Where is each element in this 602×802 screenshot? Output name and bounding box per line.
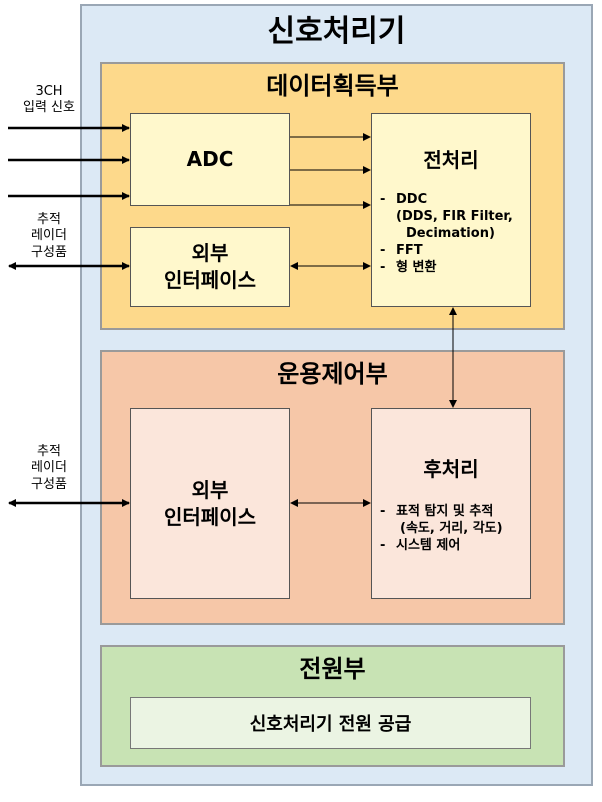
input-signal-label: 3CH 입력 신호 <box>4 84 94 117</box>
preprocessing-title: 전처리 <box>423 148 479 172</box>
radar-label-1-line3: 구성품 <box>31 244 67 260</box>
preproc-item-ddc-detail2: Decimation) <box>406 225 495 241</box>
acq-external-interface-block: 외부 인터페이스 <box>130 227 290 307</box>
preproc-item-conversion: 형 변환 <box>396 259 437 275</box>
postprocessing-title: 후처리 <box>423 457 479 481</box>
radar-component-label-2: 추적 레이더 구성품 <box>4 444 94 493</box>
preprocessing-list: -DDC (DDS, FIR Filter, Decimation) -FFT … <box>380 192 530 276</box>
signal-processor-title: 신호처리기 <box>267 14 406 49</box>
postproc-item-detect-detail: (속도, 거리, 각도) <box>400 520 503 536</box>
ops-ext-if-line1: 외부 <box>191 477 229 502</box>
radar-label-2-line3: 구성품 <box>31 476 67 492</box>
data-acquisition-title: 데이터획득부 <box>266 72 399 100</box>
power-title: 전원부 <box>299 655 366 683</box>
radar-label-1-line2: 레이더 <box>31 228 67 244</box>
preproc-item-ddc: DDC <box>396 192 428 207</box>
preproc-item-fft: FFT <box>396 242 423 258</box>
adc-label: ADC <box>186 147 234 171</box>
power-supply-label: 신호처리기 전원 공급 <box>249 714 412 735</box>
ops-ext-if-line2: 인터페이스 <box>164 504 256 529</box>
acq-ext-if-line2: 인터페이스 <box>164 268 256 292</box>
power-supply-block: 신호처리기 전원 공급 <box>130 697 531 749</box>
input-signal-label-line1: 3CH <box>35 84 63 99</box>
preproc-item-ddc-detail1: (DDS, FIR Filter, <box>396 208 513 224</box>
operation-control-title: 운용제어부 <box>277 360 388 388</box>
postproc-item-system-control: 시스템 제어 <box>396 537 461 553</box>
postprocessing-list: -표적 탐지 및 추적 (속도, 거리, 각도) -시스템 제어 <box>380 504 530 555</box>
radar-component-label-1: 추적 레이더 구성품 <box>4 212 94 261</box>
preprocessing-block: 전처리 -DDC (DDS, FIR Filter, Decimation) -… <box>371 113 531 307</box>
radar-label-2-line2: 레이더 <box>31 460 67 476</box>
adc-block: ADC <box>130 113 290 206</box>
postproc-item-detect: 표적 탐지 및 추적 <box>396 504 494 519</box>
radar-label-1-line1: 추적 <box>37 212 61 227</box>
ops-external-interface-block: 외부 인터페이스 <box>130 408 290 599</box>
input-signal-label-line2: 입력 신호 <box>23 100 75 116</box>
radar-label-2-line1: 추적 <box>37 444 61 459</box>
postprocessing-block: 후처리 -표적 탐지 및 추적 (속도, 거리, 각도) -시스템 제어 <box>371 408 531 599</box>
acq-ext-if-line1: 외부 <box>191 241 229 265</box>
